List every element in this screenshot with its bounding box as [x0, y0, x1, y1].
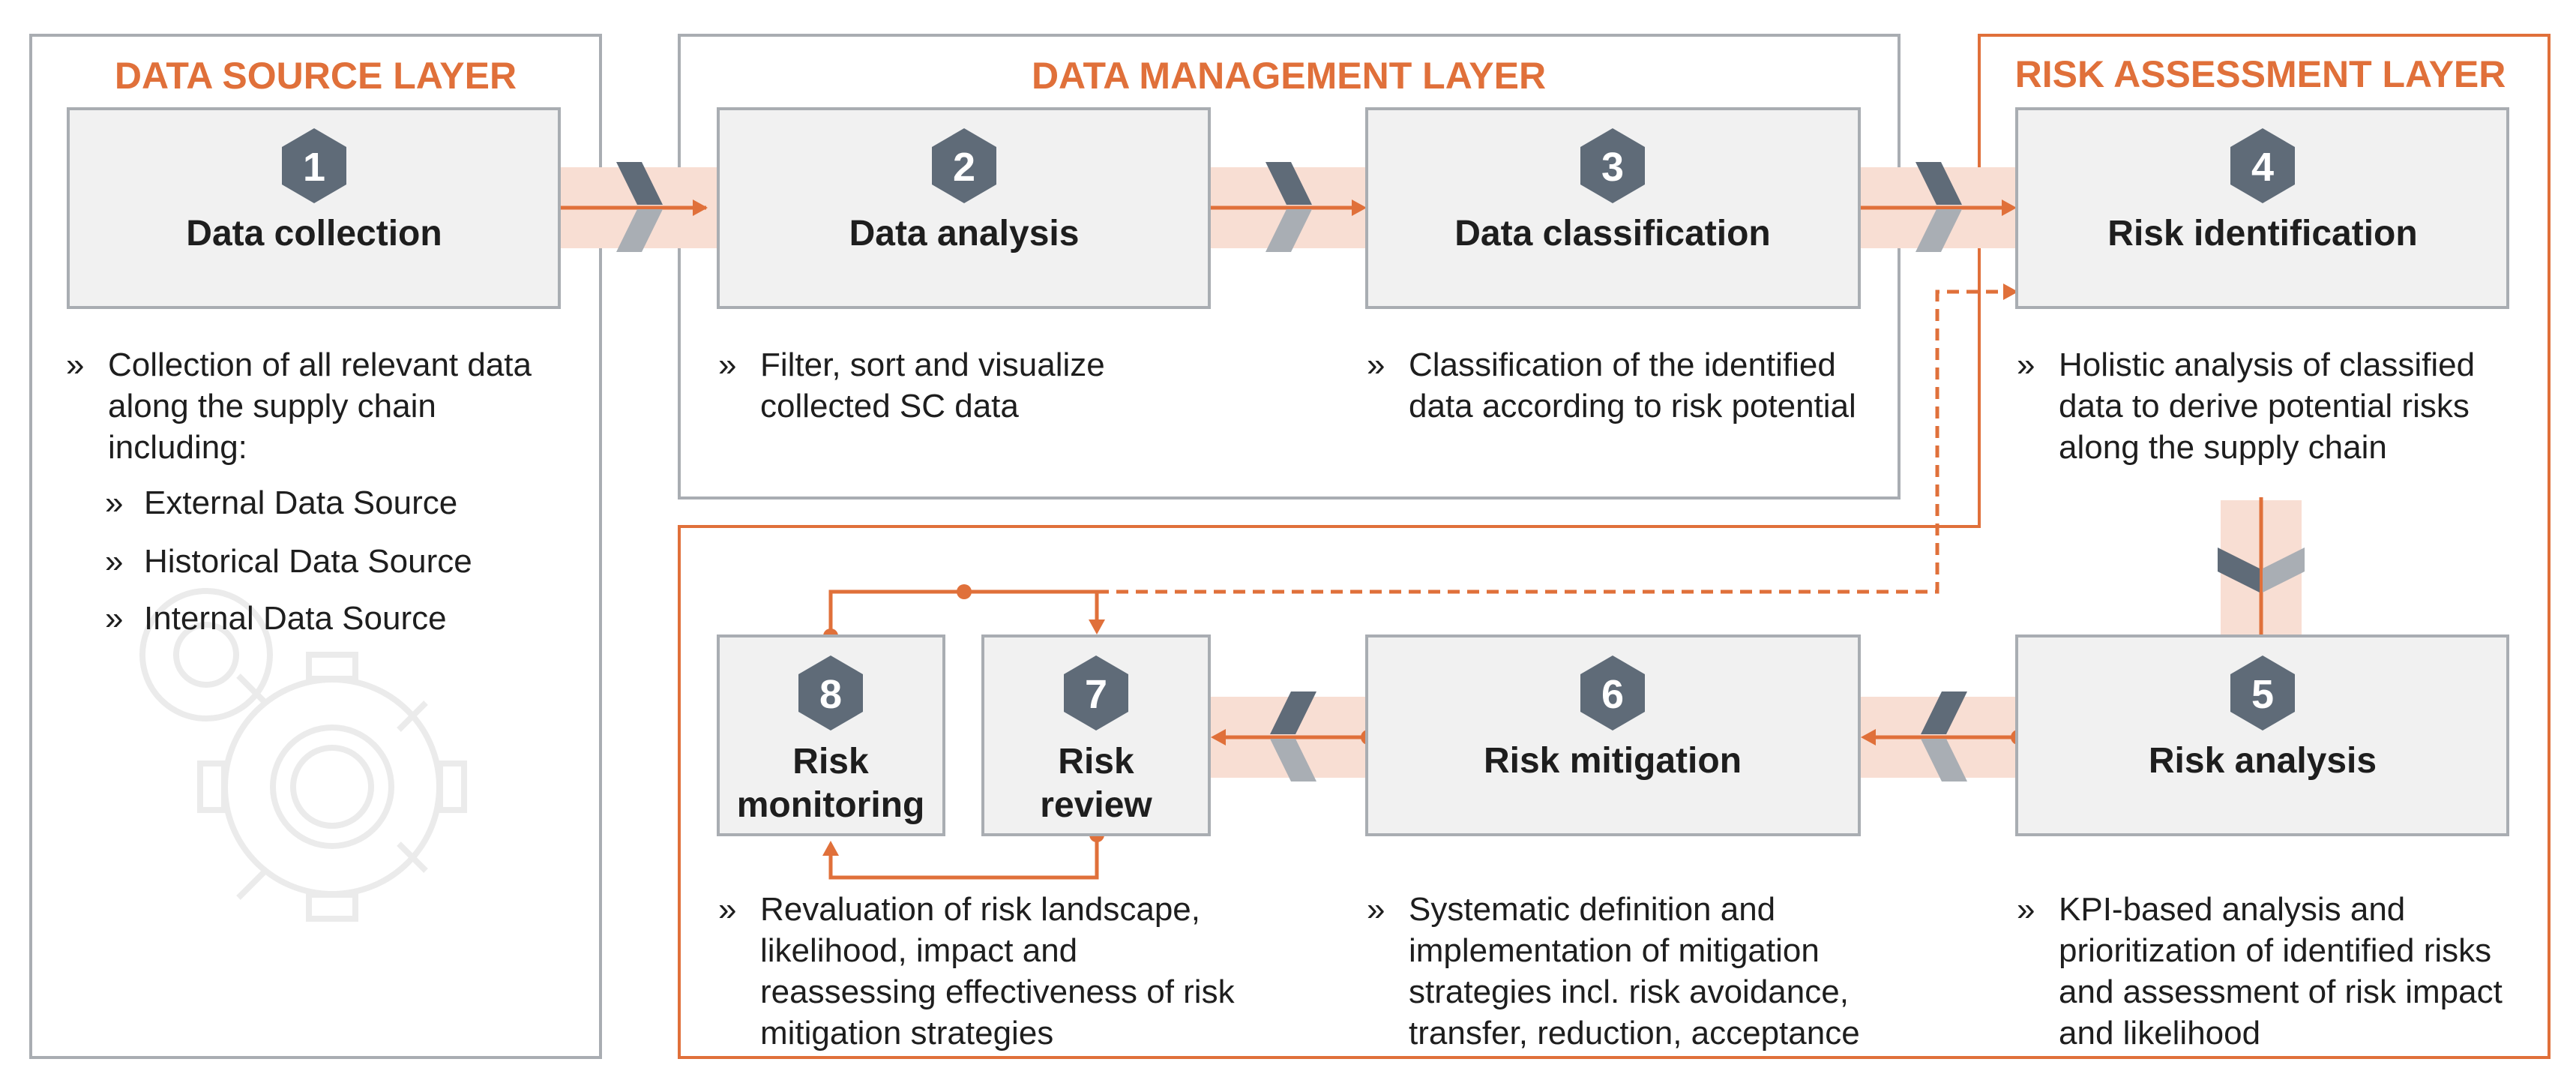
data-source-label: External Data Source	[144, 484, 458, 521]
step-number-2: 2	[953, 145, 975, 190]
step-5-description: » KPI-based analysis and prioritization …	[2017, 889, 2530, 1054]
data-source-label: Historical Data Source	[144, 543, 472, 580]
step-title-7-line2: review	[1040, 785, 1152, 825]
step-number-6: 6	[1601, 672, 1624, 717]
data-management-layer-frame	[678, 34, 1901, 500]
step-title-4: Risk identification	[2107, 214, 2417, 254]
step-title-7-line1: Risk	[1058, 742, 1134, 782]
bullet: »	[2017, 891, 2035, 928]
step-1-description: » Collection of all relevant data along …	[66, 344, 576, 468]
step-title-8-line2: monitoring	[737, 785, 925, 825]
data-source-layer-frame	[29, 34, 602, 1059]
step-2-description: » Filter, sort and visualize collected S…	[718, 344, 1198, 427]
step-3-description-text: Classification of the identified data ac…	[1409, 346, 1856, 424]
bullet: »	[105, 484, 124, 521]
hexagon-badge-2: 2	[932, 128, 996, 203]
step-3-description: » Classification of the identified data …	[1367, 344, 1865, 427]
data-source-layer-title: DATA SOURCE LAYER	[115, 55, 517, 97]
step-title-2: Data analysis	[849, 214, 1080, 254]
step-number-8: 8	[819, 672, 842, 717]
step-6-description: » Systematic definition and implementati…	[1367, 889, 1884, 1054]
step-7-8-description-text: Revaluation of risk landscape, likelihoo…	[760, 891, 1235, 1052]
step-title-3: Data classification	[1454, 214, 1771, 254]
connector-2-3	[1209, 162, 1367, 252]
hexagon-badge-4: 4	[2230, 128, 2295, 203]
hexagon-badge-5: 5	[2230, 656, 2295, 730]
data-source-item-internal: » Internal Data Source	[105, 598, 447, 639]
connector-1-2	[561, 162, 718, 252]
connector-4-5	[2218, 497, 2305, 635]
connector-5-6	[1859, 692, 2026, 782]
bullet: »	[66, 346, 85, 383]
bullet: »	[1367, 891, 1385, 928]
step-5-description-text: KPI-based analysis and prioritization of…	[2059, 891, 2503, 1052]
hexagon-badge-3: 3	[1580, 128, 1645, 203]
step-7-8-description: » Revaluation of risk landscape, likelih…	[718, 889, 1243, 1054]
bullet: »	[105, 600, 124, 637]
connector-3-4	[1859, 162, 2017, 252]
step-number-7: 7	[1085, 672, 1107, 717]
step-number-3: 3	[1601, 145, 1624, 190]
hexagon-badge-8: 8	[798, 656, 863, 730]
hexagon-badge-6: 6	[1580, 656, 1645, 730]
bullet: »	[2017, 346, 2035, 383]
step-title-6: Risk mitigation	[1484, 741, 1742, 781]
hexagon-badge-1: 1	[282, 128, 346, 203]
step-number-5: 5	[2251, 672, 2274, 717]
data-source-item-external: » External Data Source	[105, 482, 457, 524]
bullet: »	[105, 543, 124, 580]
step-2-description-text: Filter, sort and visualize collected SC …	[760, 346, 1105, 424]
data-source-item-historical: » Historical Data Source	[105, 541, 472, 582]
risk-assessment-layer-title: RISK ASSESSMENT LAYER	[2015, 53, 2506, 95]
step-box-6[interactable]	[1365, 634, 1861, 836]
step-number-4: 4	[2251, 145, 2274, 190]
risk-assessment-layer-frame	[678, 34, 2551, 1059]
gear-watermark-icon	[139, 588, 467, 922]
bullet: »	[1367, 346, 1385, 383]
step-title-5: Risk analysis	[2149, 741, 2377, 781]
step-4-description-text: Holistic analysis of classified data to …	[2059, 346, 2476, 466]
step-1-description-text: Collection of all relevant data along th…	[108, 346, 532, 466]
bullet: »	[718, 891, 737, 928]
step-4-description: » Holistic analysis of classified data t…	[2017, 344, 2542, 468]
step-title-8-line1: Risk	[792, 742, 869, 782]
connector-6-7	[1209, 692, 1376, 782]
bullet: »	[718, 346, 737, 383]
data-management-layer-title: DATA MANAGEMENT LAYER	[1032, 55, 1546, 97]
step-6-description-text: Systematic definition and implementation…	[1409, 891, 1860, 1052]
step-number-1: 1	[303, 145, 325, 190]
step-title-1: Data collection	[186, 214, 442, 254]
data-source-label: Internal Data Source	[144, 600, 447, 637]
hexagon-badge-7: 7	[1064, 656, 1128, 730]
